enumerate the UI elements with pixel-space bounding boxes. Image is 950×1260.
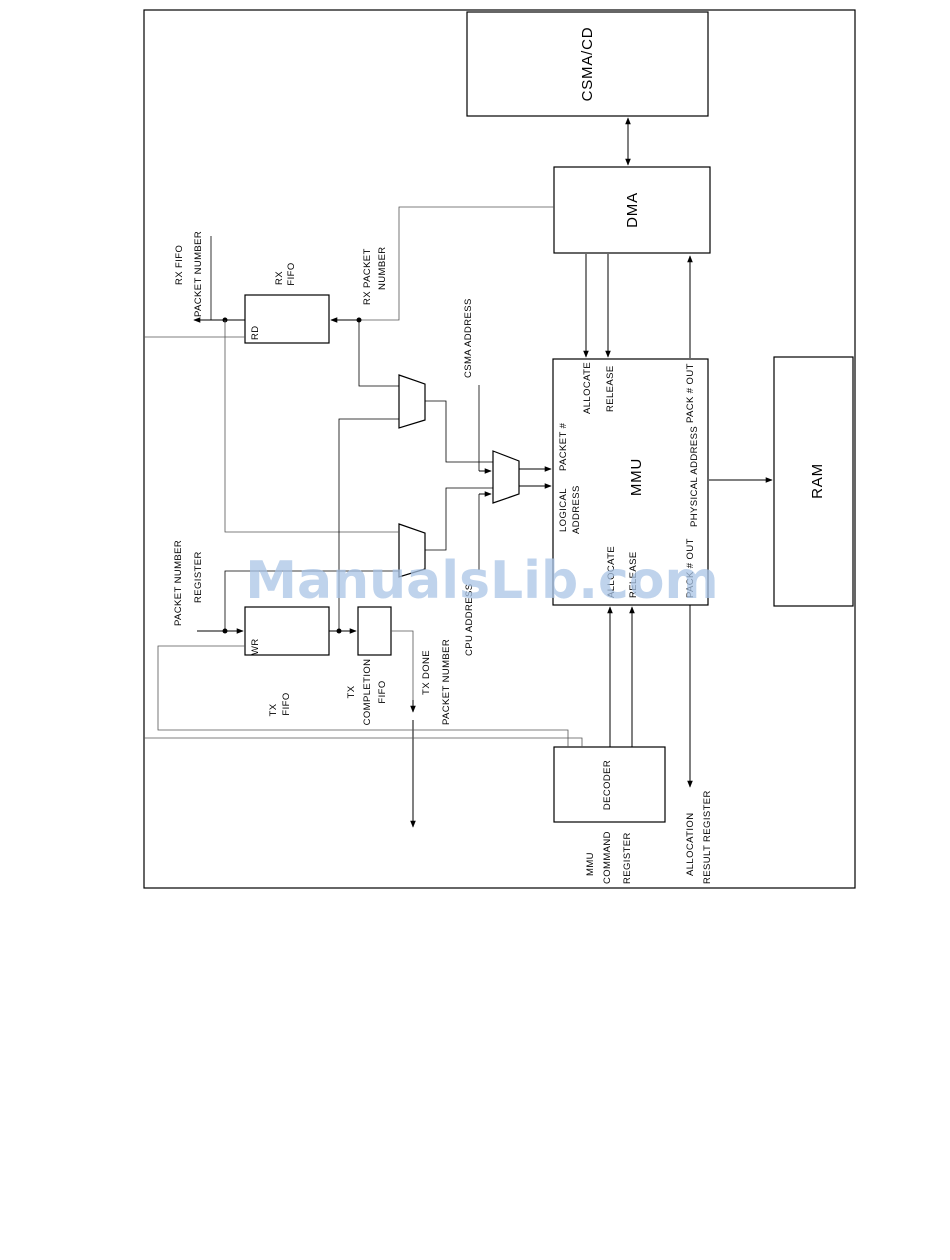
mmu-command-register-label-1: MMU (585, 852, 596, 876)
dma-block (553, 166, 711, 254)
ram-block (773, 356, 854, 607)
packet-register-to-mux-wire (224, 570, 399, 631)
mmu-command-register-label-3: REGISTER (622, 832, 633, 884)
tx-completion-fifo-label-3: FIFO (377, 680, 388, 703)
rx-fifo-label-1: RX (274, 271, 285, 285)
tx-fifo-label-2: FIFO (281, 692, 292, 715)
tx-completion-fifo-label-2: COMPLETION (362, 659, 373, 726)
dma-rx-packet-wire (359, 206, 554, 321)
mmu-label: MMU (628, 458, 645, 496)
tx-completion-output-wire (391, 630, 414, 700)
upper-mux-to-address-mux (425, 400, 493, 463)
dma-label: DMA (624, 192, 641, 228)
mmu-logical-address-label-1: LOGICAL (558, 488, 569, 532)
watermark: ManualsLib.com (245, 551, 718, 611)
tx-completion-fifo-label-1: TX (346, 685, 357, 698)
tx-fifo-output-junction (336, 628, 342, 634)
ram-label: RAM (809, 463, 826, 499)
mmu-pack-out-bottom-label: PACK # OUT (685, 538, 696, 598)
mmu-release-bottom-label: RELEASE (628, 551, 639, 598)
packet-register-junction (222, 628, 228, 634)
csma-address-label: CSMA ADDRESS (463, 298, 474, 378)
mmu-command-register-label-2: COMMAND (602, 831, 613, 884)
csma-cd-block (466, 11, 709, 117)
tx-done-packet-number-label-1: TX DONE (421, 650, 432, 695)
rx-fifo-block (244, 294, 330, 344)
tx-completion-fifo-block (357, 606, 392, 656)
allocation-result-register-label-1: ALLOCATION (685, 813, 696, 876)
rx-packet-number-label-2: NUMBER (377, 246, 388, 290)
mux-address (492, 450, 520, 504)
tx-done-packet-number-label-2: PACKET NUMBER (441, 639, 452, 725)
mmu-packet-number-label: PACKET # (558, 422, 569, 471)
rx-fifo-packet-number-label-1: RX FIFO (174, 245, 185, 285)
cpu-address-label: CPU ADDRESS (464, 583, 475, 656)
decoder-block (553, 746, 666, 823)
decoder-to-tx-fifo-wire (157, 645, 569, 747)
rx-fifo-to-lower-mux-wire (224, 320, 399, 533)
mmu-allocate-top-label: ALLOCATE (582, 362, 593, 414)
decoder-to-frame-wire (144, 737, 583, 747)
mux-lower (398, 523, 426, 578)
mux-upper (398, 374, 426, 429)
lower-mux-to-address-mux (425, 487, 493, 551)
mmu-logical-address-label-2: ADDRESS (571, 485, 582, 534)
rx-fifo-label-2: FIFO (286, 262, 297, 285)
allocation-result-register-label-2: RESULT REGISTER (702, 790, 713, 884)
tx-fifo-label-1: TX (268, 703, 279, 716)
rx-packet-number-label-1: RX PACKET (362, 248, 373, 305)
mmu-release-top-label: RELEASE (605, 365, 616, 412)
tx-completion-to-mux-wire (338, 418, 399, 631)
decoder-label: DECODER (602, 760, 613, 810)
csma-cd-label: CSMA/CD (579, 27, 596, 102)
tx-fifo-wr-port: WR (250, 638, 261, 655)
diagram-frame (143, 9, 856, 889)
rx-fifo-packet-number-label-2: PACKET NUMBER (193, 231, 204, 317)
rx-packet-to-mux-wire (358, 320, 399, 387)
mmu-physical-address-label: PHYSICAL ADDRESS (689, 426, 700, 527)
mmu-allocate-bottom-label: ALLOCATE (606, 546, 617, 598)
packet-number-register-label-2: REGISTER (193, 551, 204, 603)
tx-fifo-block (244, 606, 330, 656)
mmu-pack-out-top-label: PACK # OUT (685, 363, 696, 423)
mmu-block (552, 358, 709, 606)
rx-fifo-rd-port: RD (250, 325, 261, 340)
packet-number-register-label-1: PACKET NUMBER (173, 540, 184, 626)
